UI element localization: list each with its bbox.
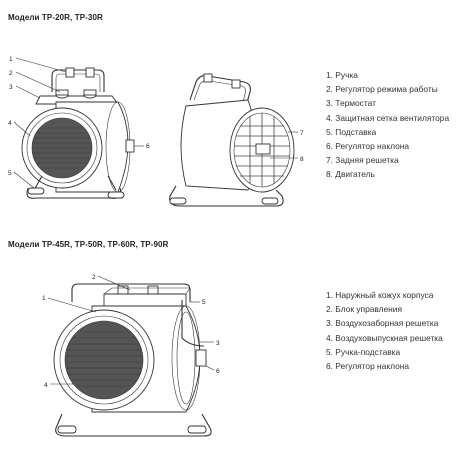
callout-8: 8 [300, 156, 304, 163]
legend1-item: 4. Защитная сетка вентилятора [326, 112, 450, 123]
legend1-item: 2. Регулятор режима работы [326, 84, 438, 95]
callout-l4: 4 [44, 382, 48, 389]
callout-4: 4 [8, 120, 12, 127]
section2-legend: 1. Наружный кожух корпуса 2. Блок управл… [326, 288, 443, 373]
front-heater-small: 1 2 3 4 5 6 [8, 56, 150, 199]
legend2-item: 3. Воздухозаборная решетка [326, 318, 439, 329]
callout-l5: 5 [202, 299, 206, 306]
callout-6: 6 [146, 143, 150, 150]
legend1-item: 3. Термостат [326, 98, 376, 109]
callout-l1: 1 [42, 295, 46, 302]
legend2-item: 6. Регулятор наклона [326, 361, 410, 372]
rear-heater-small: 7 8 [169, 73, 304, 207]
large-heater: 1 2 3 4 5 6 [42, 274, 220, 437]
legend1-item: 5. Подставка [326, 126, 377, 137]
legend2-item: 2. Блок управления [326, 304, 403, 315]
legend2-item: 4. Воздуховыпускная решетка [326, 332, 443, 343]
section1-title: Модели ТР-20R, ТР-30R [8, 13, 103, 22]
legend2-item: 5. Ручка-подставка [326, 346, 401, 357]
callout-l6: 6 [216, 368, 220, 375]
callout-3: 3 [9, 84, 13, 91]
legend2-item: 1. Наружный кожух корпуса [326, 290, 434, 300]
callout-7: 7 [300, 130, 304, 137]
callout-1: 1 [9, 56, 13, 63]
callout-5: 5 [8, 170, 12, 177]
legend1-item: 1. Ручка [326, 70, 358, 80]
callout-2: 2 [9, 70, 13, 77]
section2-title: Модели ТР-45R, ТР-50R, ТР-60R, ТР-90R [8, 240, 169, 249]
callout-l3: 3 [216, 340, 220, 347]
legend1-item: 6. Регулятор наклона [326, 141, 410, 152]
callout-l2: 2 [92, 274, 96, 281]
legend1-item: 7. Задняя решетка [326, 155, 399, 166]
section1-legend: 1. Ручка 2. Регулятор режима работы 3. Т… [326, 68, 449, 182]
legend1-item: 8. Двигатель [326, 169, 375, 180]
